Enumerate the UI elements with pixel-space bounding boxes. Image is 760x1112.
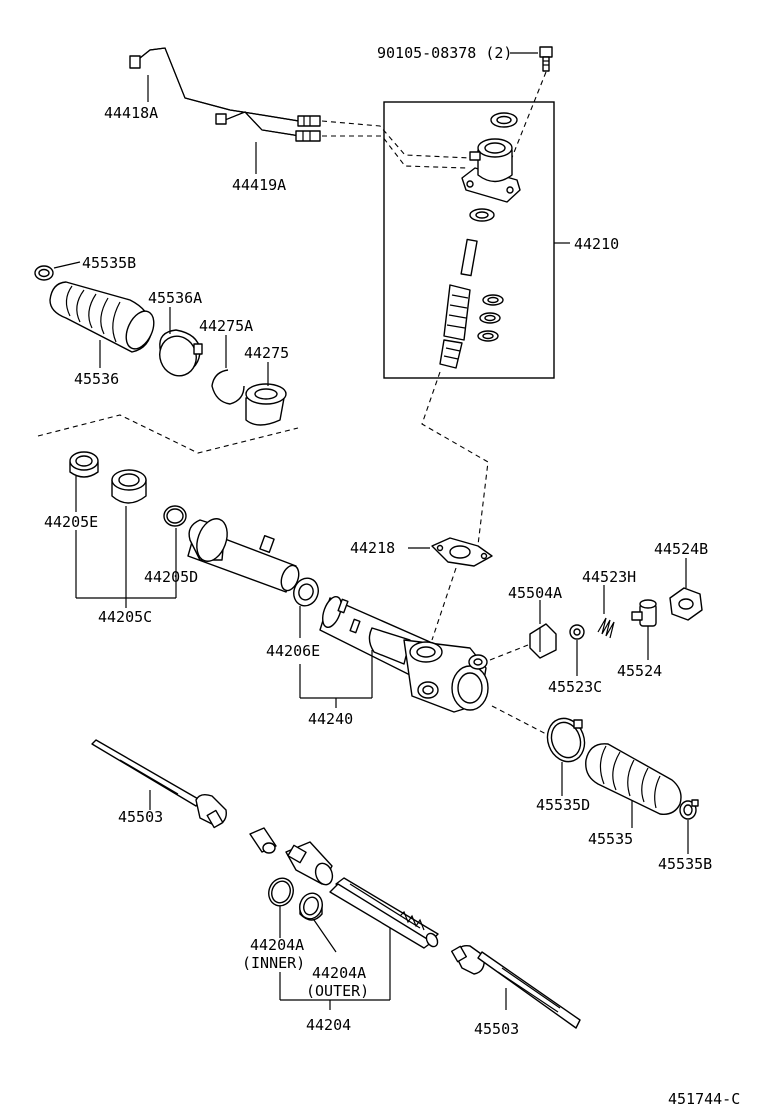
right-boot-icon [585, 743, 682, 815]
rack-guide-icon [529, 623, 557, 659]
tie-rod-left-icon [91, 739, 227, 829]
label-boot-clamp-a: 45536A [148, 289, 202, 307]
boot-clamp-d-icon [546, 717, 586, 763]
oil-seal-e-icon [69, 451, 99, 478]
part-labels: 90105-08378 (2) 44418A 44419A 44210 4553… [44, 44, 740, 1108]
label-tube-b: 44419A [232, 176, 286, 194]
label-oil-seal-e: 44205E [44, 513, 98, 531]
label-oil-seal-d: 44205D [144, 568, 198, 586]
pressure-tubes-group [129, 47, 471, 174]
label-ring-inner-note: (INNER) [242, 954, 305, 972]
label-rack-guide-nut: 44524B [654, 540, 708, 558]
boot-clamp-a-icon [159, 329, 203, 377]
label-rack-guide: 45504A [508, 584, 562, 602]
label-clamp-d: 45535D [536, 796, 590, 814]
label-rack: 44204 [306, 1016, 351, 1034]
guide-seat-icon [569, 624, 585, 640]
pinion-shaft-icon [439, 238, 478, 369]
clamp-small-upper-left-icon [34, 265, 54, 281]
rack-bar-icon [329, 877, 439, 949]
clamp-small-lower-right-icon [679, 799, 699, 820]
label-ring-inner: 44204A [250, 936, 304, 954]
rack-guide-spring-icon [597, 617, 615, 639]
gasket-icon [431, 537, 493, 567]
tube-flare-nuts-icon [295, 115, 321, 142]
guide-plug-icon [631, 599, 657, 627]
label-guide-seat: 45523C [548, 678, 602, 696]
label-tie-rod-right: 45503 [474, 1020, 519, 1038]
label-boot-right: 45535 [588, 830, 633, 848]
valve-seal-rings-icon [477, 294, 504, 342]
label-ring-outer: 44204A [312, 964, 366, 982]
rack-bushing-icon [249, 827, 277, 854]
label-clamp-b-upper: 45535B [82, 254, 136, 272]
label-clamp-b-lower: 45535B [658, 855, 712, 873]
snap-ring-icon [211, 369, 245, 405]
oil-seal-206e-icon [293, 577, 319, 607]
label-oil-seal-206e: 44206E [266, 642, 320, 660]
cylinder-tube-icon [187, 518, 300, 593]
valve-assembly-frame [383, 101, 555, 379]
tube-fitting-a-icon [129, 55, 141, 69]
bolt-icon [539, 46, 553, 72]
label-valve-assy: 44210 [574, 235, 619, 253]
rack-guide-nut-icon [669, 587, 703, 621]
tube-fitting-b-icon [215, 113, 227, 125]
ring-inner-icon [268, 877, 294, 907]
rack-housing-icon [319, 596, 489, 713]
valve-assembly-group [383, 46, 570, 379]
oil-seal-c-icon [111, 469, 147, 504]
label-guide-plug: 45524 [617, 662, 662, 680]
drawing-number: 451744-C [668, 1090, 740, 1108]
label-housing: 44240 [308, 710, 353, 728]
label-bolt: 90105-08378 (2) [377, 44, 512, 62]
label-tube-a: 44418A [104, 104, 158, 122]
label-ring-outer-note: (OUTER) [306, 982, 369, 1000]
valve-housing-icon [461, 138, 521, 203]
label-snap-ring: 44275A [199, 317, 253, 335]
rack-piston-icon [285, 841, 334, 886]
label-rack-guide-spring: 44523H [582, 568, 636, 586]
label-gasket: 44218 [350, 539, 395, 557]
left-boot-group [34, 261, 299, 454]
label-bushing: 44275 [244, 344, 289, 362]
label-boot-left: 45536 [74, 370, 119, 388]
left-boot-icon [49, 281, 155, 353]
bushing-icon [245, 383, 287, 426]
label-seal-kit-c: 44205C [98, 608, 152, 626]
label-tie-rod-left: 45503 [118, 808, 163, 826]
ring-outer-icon [299, 892, 323, 921]
tie-rod-right-icon [450, 945, 581, 1029]
oil-seal-kit-group [69, 451, 187, 608]
